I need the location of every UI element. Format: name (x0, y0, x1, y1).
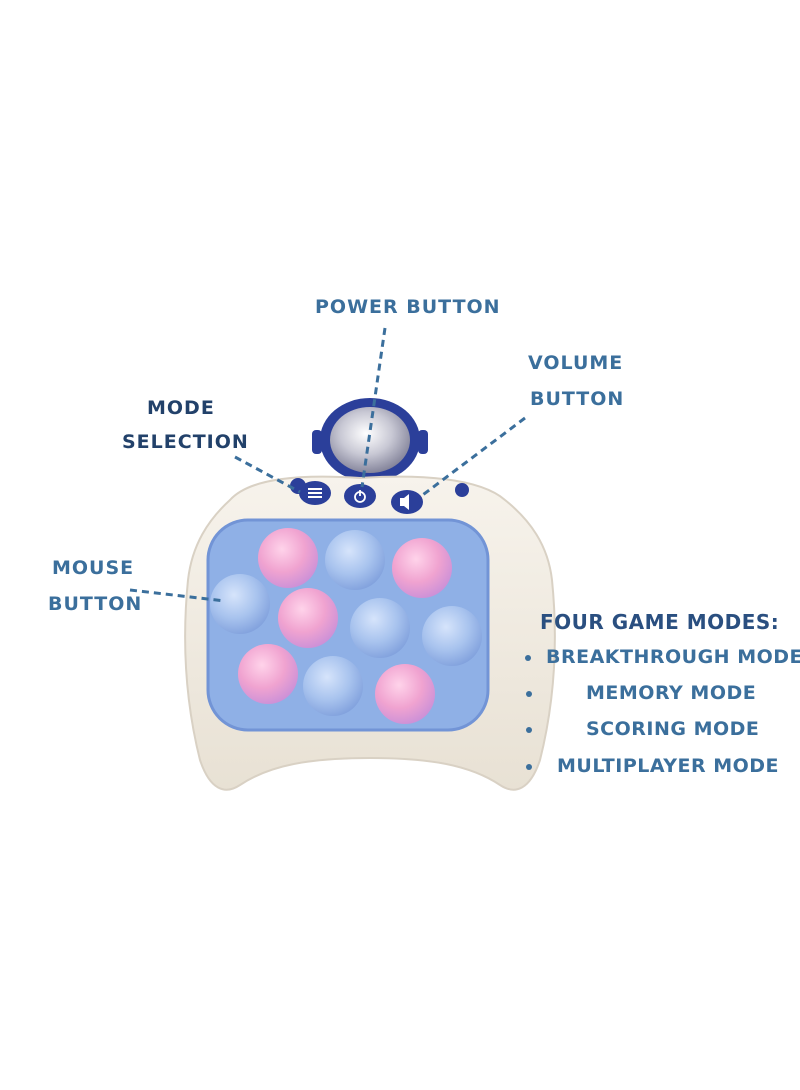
bubble (350, 598, 410, 658)
mode-item-multiplayer: MULTIPLAYER MODE (557, 755, 780, 777)
mode-item-scoring: SCORING MODE (586, 718, 760, 740)
bubble (238, 644, 298, 704)
power-button[interactable] (344, 484, 376, 508)
bubble-grid (210, 528, 482, 724)
volume-button-label-line2: BUTTON (530, 388, 625, 410)
menu-icon (308, 488, 322, 498)
mouse-button-label-line1: MOUSE (52, 557, 135, 579)
mode-item-breakthrough: BREAKTHROUGH MODE (546, 646, 800, 668)
bubble (258, 528, 318, 588)
mode-callout-line (234, 455, 301, 494)
speaker-icon (400, 494, 409, 510)
game-modes-title: FOUR GAME MODES: (540, 610, 780, 634)
volume-button-label-line1: VOLUME (528, 352, 624, 374)
bubble (422, 606, 482, 666)
bubble (210, 574, 270, 634)
power-callout-line (360, 327, 387, 488)
bubble (278, 588, 338, 648)
mode-selection-label-line2: SELECTION (122, 431, 249, 453)
volume-callout-line (419, 416, 526, 499)
bubble (325, 530, 385, 590)
callout-lines (129, 327, 526, 603)
bullet (526, 727, 532, 733)
bullet (526, 764, 532, 770)
mouse-button-label-line2: BUTTON (48, 593, 143, 615)
power-icon (354, 490, 366, 503)
bubble (303, 656, 363, 716)
mode-item-memory: MEMORY MODE (586, 682, 757, 704)
mode-button[interactable] (299, 481, 331, 505)
volume-button[interactable] (391, 490, 423, 514)
mode-selection-label-line1: MODE (147, 397, 215, 419)
bubble (375, 664, 435, 724)
mouse-callout-line (129, 588, 226, 603)
bubble (392, 538, 452, 598)
power-button-label: POWER BUTTON (315, 296, 501, 318)
bullet (526, 691, 532, 697)
bullet (525, 655, 531, 661)
